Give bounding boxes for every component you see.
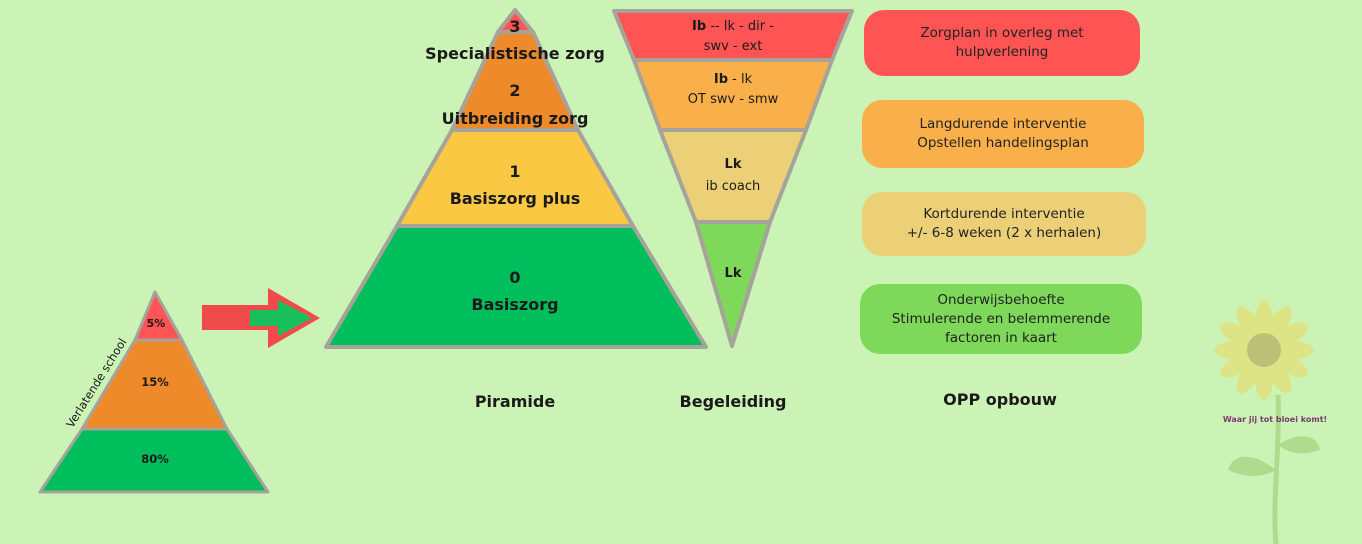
pyramid-level-1-name: Basiszorg plus bbox=[449, 189, 581, 208]
small-pyramid-label-15: 15% bbox=[141, 375, 169, 389]
small-pyramid-label-80: 80% bbox=[141, 452, 169, 466]
pyramid-caption: Piramide bbox=[474, 392, 556, 411]
opp-item-langdurende-line2: Opstellen handelingsplan bbox=[917, 135, 1089, 151]
funnel-level-2-line2: OT swv - smw bbox=[687, 92, 779, 107]
funnel-level-3-bold: Lk bbox=[724, 157, 742, 172]
pyramid-level-3-name: Specialistische zorg bbox=[425, 44, 605, 63]
opp-caption: OPP opbouw bbox=[943, 390, 1057, 409]
small-pyramid-level-80 bbox=[38, 427, 270, 494]
pyramid-level-3-number: 3 bbox=[509, 17, 521, 36]
opp-item-kortdurende: Kortdurende interventie +/- 6-8 weken (2… bbox=[862, 192, 1146, 256]
opp-item-kortdurende-line1: Kortdurende interventie bbox=[923, 206, 1085, 222]
watermark-slogan: Waar jij tot bloei komt! bbox=[1222, 415, 1328, 424]
opp-item-onderwijsbehoefte-line1: Onderwijsbehoefte bbox=[937, 291, 1065, 308]
arrow-right-icon bbox=[202, 288, 320, 348]
funnel-level-4 bbox=[694, 220, 772, 348]
funnel-level-1-label: Ib -- lk - dir - swv - ext bbox=[640, 17, 826, 57]
opp-item-langdurende: Langdurende interventie Opstellen handel… bbox=[862, 100, 1144, 168]
opp-item-kortdurende-line2: +/- 6-8 weken (2 x herhalen) bbox=[906, 225, 1102, 241]
pyramid-level-2-number: 2 bbox=[509, 81, 521, 100]
funnel-caption: Begeleiding bbox=[679, 392, 787, 411]
funnel-level-3-line2: ib coach bbox=[705, 179, 761, 194]
opp-item-zorgplan-line2: hulpverlening bbox=[955, 44, 1049, 60]
sunflower-watermark bbox=[1214, 300, 1320, 544]
funnel-level-1-line1: Ib -- lk - dir - bbox=[640, 17, 826, 37]
funnel-level-1-bold: Ib bbox=[692, 19, 707, 34]
funnel-level-4-label: Lk bbox=[724, 266, 742, 281]
funnel-level-1-line2: swv - ext bbox=[703, 39, 763, 54]
opp-item-onderwijsbehoefte-line2: Stimulerende en belemmerende bbox=[891, 310, 1111, 327]
opp-item-onderwijsbehoefte-line3: factoren in kaart bbox=[945, 329, 1057, 346]
pyramid-level-2-name: Uitbreiding zorg bbox=[441, 109, 589, 128]
funnel bbox=[612, 9, 854, 348]
opp-item-zorgplan-line1: Zorgplan in overleg met bbox=[920, 25, 1084, 41]
funnel-level-2-line1: Ib - lk bbox=[660, 70, 806, 90]
opp-item-onderwijsbehoefte: Onderwijsbehoefte Stimulerende en belemm… bbox=[860, 284, 1142, 354]
small-pyramid bbox=[38, 290, 270, 494]
pyramid-level-1-number: 1 bbox=[509, 162, 521, 181]
funnel-level-2-rest: - lk bbox=[728, 72, 753, 87]
pyramid-level-0-number: 0 bbox=[509, 268, 521, 287]
pyramid-level-0 bbox=[324, 224, 708, 349]
main-pyramid bbox=[324, 8, 708, 349]
funnel-level-3-label: Lk ib coach bbox=[680, 154, 786, 198]
funnel-level-2-bold: Ib bbox=[713, 72, 729, 87]
funnel-level-2-label: Ib - lk OT swv - smw bbox=[660, 70, 806, 110]
opp-item-zorgplan: Zorgplan in overleg met hulpverlening bbox=[864, 10, 1140, 76]
small-pyramid-label-5: 5% bbox=[146, 317, 166, 330]
opp-item-langdurende-line1: Langdurende interventie bbox=[919, 116, 1087, 132]
funnel-level-1-rest: -- lk - dir - bbox=[706, 19, 774, 34]
pyramid-level-0-name: Basiszorg bbox=[471, 295, 559, 314]
